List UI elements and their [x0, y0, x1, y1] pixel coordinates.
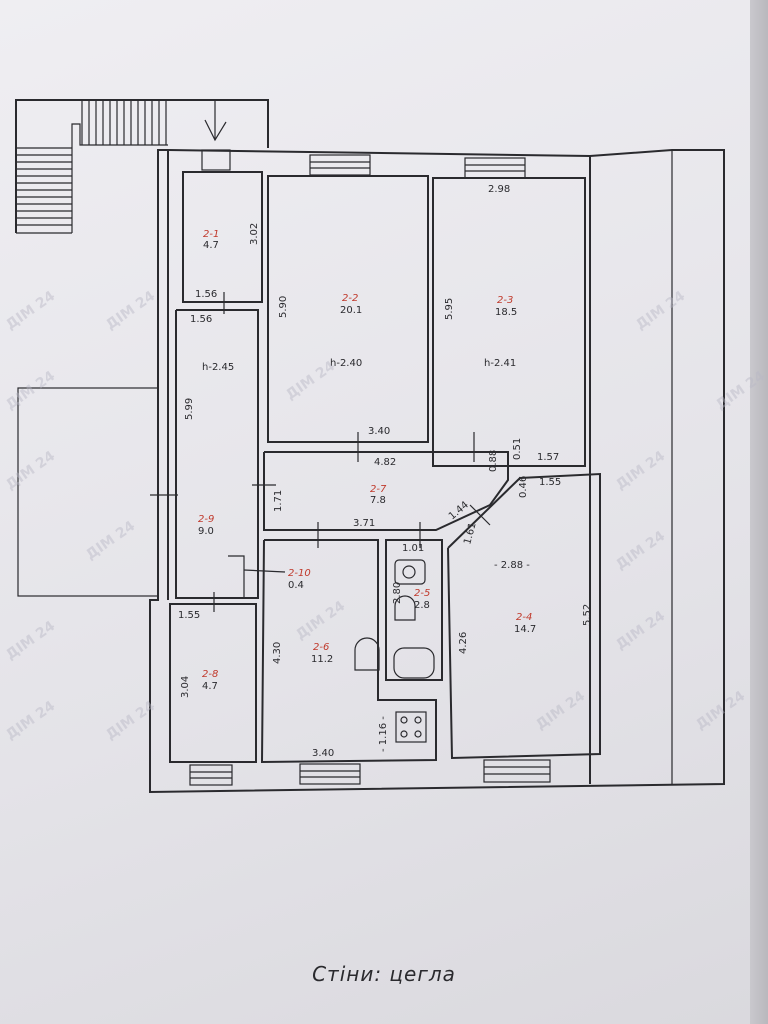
svg-text:5.95: 5.95 — [444, 298, 455, 320]
svg-text:ДІМ 24: ДІМ 24 — [103, 288, 158, 333]
svg-text:ДІМ 24: ДІМ 24 — [283, 358, 338, 403]
room-code: 2-7 — [370, 484, 387, 495]
svg-text:5.52: 5.52 — [582, 604, 593, 626]
svg-text:ДІМ 24: ДІМ 24 — [613, 448, 668, 493]
stove-icon — [395, 711, 427, 743]
svg-text:ДІМ 24: ДІМ 24 — [633, 288, 688, 333]
room-code: 2-2 — [342, 293, 358, 304]
room-code: 2-9 — [198, 514, 214, 525]
svg-text:ДІМ 24: ДІМ 24 — [3, 698, 58, 743]
svg-text:ДІМ 24: ДІМ 24 — [3, 448, 58, 493]
kitchen-sink-icon — [354, 637, 380, 671]
svg-text:ДІМ 24: ДІМ 24 — [293, 598, 348, 643]
outer-walls — [149, 149, 725, 794]
room-2-2 — [267, 175, 429, 443]
room-code: 2-4 — [516, 612, 532, 623]
room-walls — [169, 171, 601, 764]
svg-text:4.82: 4.82 — [374, 457, 396, 468]
toilet-icon — [394, 559, 426, 585]
room-area: 7.8 — [370, 495, 386, 506]
annex-left — [17, 387, 159, 597]
svg-text:1.57: 1.57 — [537, 452, 559, 463]
room-area: 4.7 — [202, 681, 218, 692]
svg-text:2.80: 2.80 — [392, 582, 403, 604]
svg-text:4.26: 4.26 — [458, 632, 469, 654]
sink-icon — [394, 595, 416, 621]
room-area: 18.5 — [495, 307, 517, 318]
room-2-4 — [447, 472, 601, 760]
room-area: 0.4 — [288, 580, 304, 591]
fixtures — [354, 559, 435, 743]
svg-text:ДІМ 24: ДІМ 24 — [693, 688, 748, 733]
svg-text:ДІМ 24: ДІМ 24 — [713, 368, 768, 413]
svg-text:4.30: 4.30 — [272, 642, 283, 664]
svg-text:1.71: 1.71 — [273, 490, 284, 512]
room-2-1 — [182, 171, 263, 303]
svg-text:5.90: 5.90 — [278, 296, 289, 318]
room-2-7 — [263, 451, 509, 531]
room-height: h-2.40 — [330, 358, 362, 369]
svg-text:3.02: 3.02 — [249, 223, 260, 245]
svg-text:ДІМ 24: ДІМ 24 — [3, 288, 58, 333]
svg-text:2.98: 2.98 — [488, 184, 510, 195]
room-area: 14.7 — [514, 624, 536, 635]
room-2-3 — [432, 177, 586, 467]
svg-text:1.56: 1.56 — [195, 289, 217, 300]
svg-text:3.40: 3.40 — [312, 748, 334, 759]
svg-text:ДІМ 24: ДІМ 24 — [83, 518, 138, 563]
paper-sheet — [0, 0, 750, 1024]
room-code: 2-3 — [497, 295, 513, 306]
room-2-6 — [260, 539, 437, 764]
svg-text:1.55: 1.55 — [178, 610, 200, 621]
svg-text:ДІМ 24: ДІМ 24 — [613, 608, 668, 653]
room-labels: 2-1 4.7 2-2 20.1 h-2.40 2-3 18.5 h-2.41 … — [198, 229, 536, 692]
room-code: 2-6 — [313, 642, 329, 653]
svg-text:0.88: 0.88 — [488, 450, 499, 472]
walls-material-caption: Стіни: цегла — [312, 962, 456, 986]
svg-text:ДІМ 24: ДІМ 24 — [3, 368, 58, 413]
table-surface — [750, 0, 768, 1024]
room-area: 4.7 — [203, 240, 219, 251]
room-2-10 — [228, 555, 245, 598]
svg-text:1.56: 1.56 — [190, 314, 212, 325]
room-code: 2-8 — [202, 669, 218, 680]
svg-text:3.71: 3.71 — [353, 518, 375, 529]
room-area: 11.2 — [311, 654, 333, 665]
room-code: 2-10 — [288, 568, 311, 579]
svg-text:3.40: 3.40 — [368, 426, 390, 437]
room-2-5 — [385, 539, 443, 681]
svg-text:0.51: 0.51 — [512, 438, 523, 460]
svg-text:1.01: 1.01 — [402, 543, 424, 554]
svg-text:1.61: 1.61 — [462, 521, 478, 545]
windows — [189, 149, 551, 786]
svg-text:ДІМ 24: ДІМ 24 — [613, 528, 668, 573]
room-area: 9.0 — [198, 526, 214, 537]
room-code: 2-1 — [203, 229, 219, 240]
room-code: 2-5 — [414, 588, 430, 599]
room-area: 2.8 — [414, 600, 430, 611]
svg-text:5.99: 5.99 — [184, 398, 195, 420]
dimension-labels: 2.98 3.02 1.56 1.56 5.90 5.95 5.99 3.40 … — [178, 184, 593, 759]
svg-text:1.55: 1.55 — [539, 477, 561, 488]
svg-text:3.04: 3.04 — [180, 676, 191, 698]
room-height: h-2.41 — [484, 358, 516, 369]
stairs — [15, 99, 269, 234]
svg-text:0.46: 0.46 — [518, 476, 529, 498]
svg-text:ДІМ 24: ДІМ 24 — [3, 618, 58, 663]
room-area: 20.1 — [340, 305, 362, 316]
svg-text:- 1.16 -: - 1.16 - — [378, 716, 389, 752]
svg-text:- 2.88 -: - 2.88 - — [494, 560, 530, 571]
room-2-8 — [169, 603, 257, 763]
shower-tray-icon — [393, 647, 435, 679]
room-height: h-2.45 — [202, 362, 234, 373]
svg-text:ДІМ 24: ДІМ 24 — [533, 688, 588, 733]
room-2-9 — [175, 309, 259, 599]
door-marks — [150, 292, 491, 612]
